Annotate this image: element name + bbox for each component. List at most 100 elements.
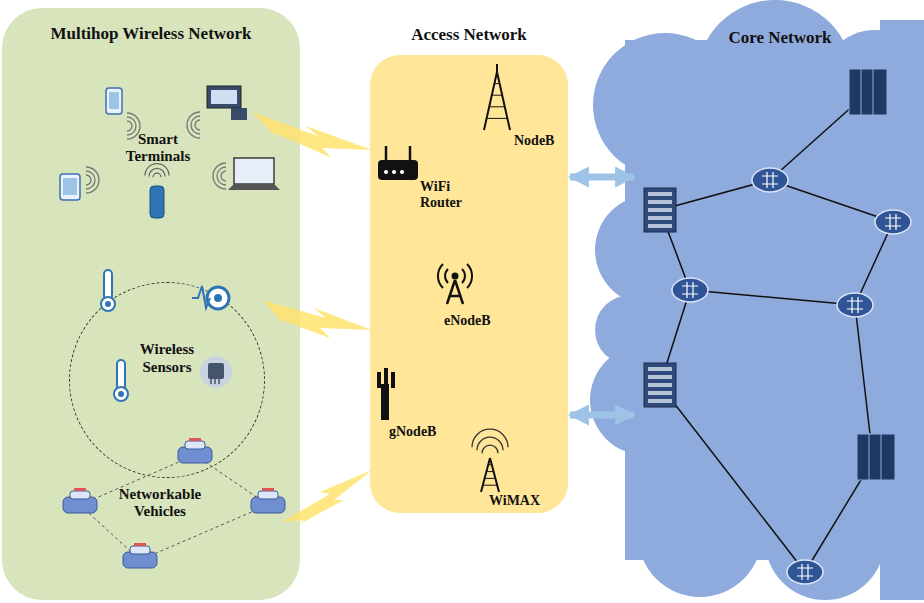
car-light — [262, 488, 274, 491]
tower-brace — [488, 464, 492, 465]
gnodeb-antenna — [391, 372, 395, 388]
tower-brace — [487, 118, 508, 119]
thermometer-mercury — [105, 301, 111, 307]
server-unit — [869, 434, 883, 480]
enodeb-wave — [462, 269, 465, 283]
chip-pin — [218, 379, 220, 384]
tower-tip — [496, 64, 498, 74]
pulse-line — [192, 286, 210, 308]
core-link — [770, 95, 865, 180]
signal-waves — [149, 168, 165, 176]
signal-waves — [221, 171, 226, 181]
laptop-base — [228, 184, 280, 190]
signal-waves — [86, 167, 99, 193]
enodeb-wave — [438, 264, 443, 288]
device-group-label: Networkable Vehicles — [104, 486, 216, 521]
tower-brace — [483, 485, 497, 486]
device-group-label: Smart Terminals — [110, 131, 206, 166]
station-label: gNodeB — [389, 424, 449, 440]
server-unit — [873, 69, 887, 115]
core-link — [855, 305, 873, 460]
gnodeb-mast — [381, 384, 389, 420]
thermometer-icon — [104, 270, 112, 300]
signal-waves — [187, 112, 200, 138]
cloud-region: Core Network — [636, 0, 924, 603]
server-unit — [849, 69, 863, 115]
router-led — [384, 170, 388, 174]
tower-legs — [484, 72, 510, 130]
router-icon — [787, 560, 823, 584]
station-label: WiMAX — [489, 493, 549, 509]
wireless-link-bolt — [262, 300, 372, 338]
rack-slot — [648, 399, 672, 403]
rack-slot — [648, 375, 672, 379]
chip-icon — [208, 363, 224, 379]
tower-brace — [485, 478, 496, 479]
sensor-icon — [207, 287, 229, 309]
car-window — [185, 441, 205, 449]
core-link — [660, 180, 770, 210]
signal-waves — [191, 116, 200, 134]
wimax-wave — [482, 445, 498, 453]
car-icon — [123, 552, 157, 568]
car-icon — [251, 497, 285, 513]
tower-brace — [486, 471, 493, 472]
car-icon — [178, 447, 212, 463]
router-arrows — [682, 282, 698, 298]
rack-slot — [648, 216, 672, 220]
router-antenna — [409, 146, 412, 160]
phone-screen — [63, 178, 77, 195]
cloud-puff — [595, 195, 705, 305]
phone-icon — [150, 186, 164, 218]
rack-slot — [648, 367, 672, 371]
core-link — [855, 222, 893, 305]
cloud-body — [880, 20, 924, 600]
laptop-icon — [234, 158, 274, 184]
router-arrows — [847, 297, 863, 313]
cloud-puff — [595, 295, 665, 365]
enodeb-wave — [445, 269, 448, 283]
vehicle-link — [195, 455, 268, 505]
router-arrows — [885, 214, 901, 230]
region-heading: Wireless Sensors — [122, 340, 212, 376]
monitor-stand — [231, 108, 247, 120]
wifi-router-icon — [378, 160, 418, 180]
thermometer-bulb — [101, 297, 115, 311]
gnodeb-joint — [384, 384, 387, 388]
sensor-group-circle: Wireless Sensors — [69, 282, 265, 478]
chip-pin — [210, 379, 212, 384]
router-icon — [875, 210, 911, 234]
double-arrow-connector — [570, 412, 634, 419]
signal-waves — [217, 167, 226, 185]
rack-slot — [648, 200, 672, 204]
wireless-link-bolt — [282, 470, 372, 526]
core-link — [660, 385, 805, 572]
signal-waves — [213, 163, 226, 189]
router-antenna — [385, 146, 388, 160]
server-rack — [644, 188, 676, 232]
rack-slot — [648, 192, 672, 196]
router-icon — [752, 168, 788, 192]
signal-waves — [153, 173, 161, 177]
enodeb-icon — [452, 273, 459, 280]
core-link — [805, 460, 873, 572]
car-window — [258, 491, 278, 499]
router-led — [392, 170, 396, 174]
phone-screen — [109, 92, 119, 109]
rack-slot — [648, 391, 672, 395]
car-light — [134, 543, 146, 546]
wireless-link-bolt — [252, 112, 372, 158]
tower-brace — [494, 83, 499, 84]
phone-icon — [60, 174, 80, 200]
region-panel: Access Network — [370, 55, 568, 513]
car-light — [74, 488, 86, 491]
wimax-wave — [472, 429, 508, 447]
thermometer-icon — [117, 360, 125, 390]
tower-brace — [492, 95, 502, 96]
enodeb-wave — [467, 264, 472, 288]
signal-waves — [86, 175, 91, 185]
tower-legs — [481, 458, 499, 492]
car-icon — [63, 497, 97, 513]
rack-slot — [648, 383, 672, 387]
